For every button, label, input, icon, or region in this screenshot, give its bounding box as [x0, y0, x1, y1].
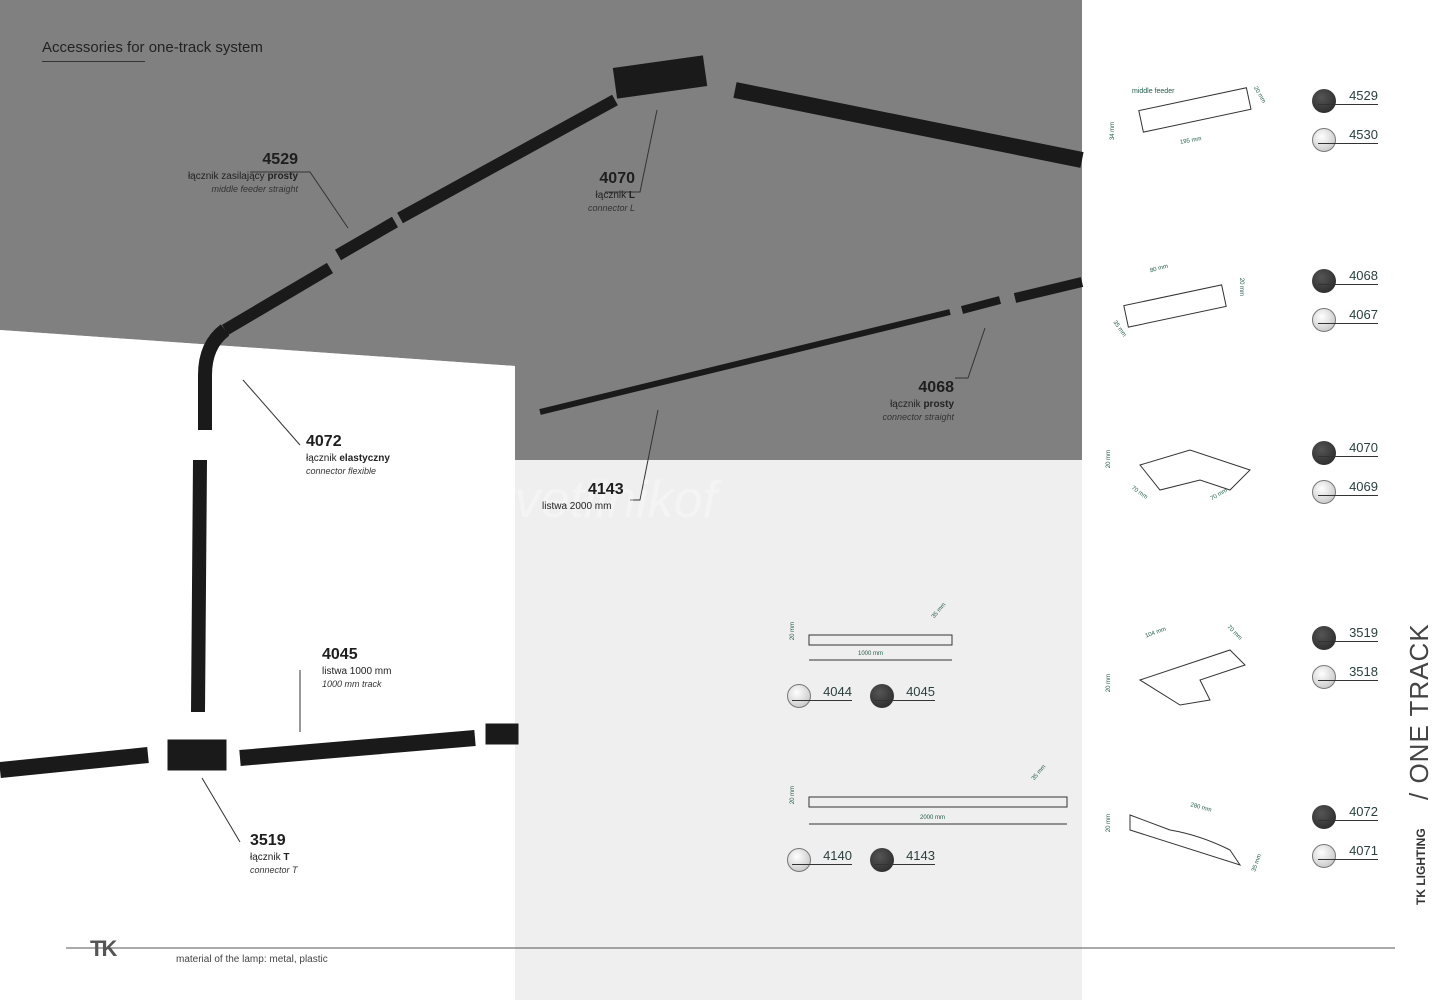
- product-caption: middle feeder: [1132, 88, 1175, 95]
- product-code: 3518: [1318, 664, 1378, 681]
- swatch-white: [787, 848, 811, 872]
- product-code: 4072: [1318, 804, 1378, 821]
- swatch-black: [1312, 441, 1336, 465]
- watermark: Svetilnikof: [480, 471, 717, 529]
- end-cap: [485, 723, 519, 745]
- track-segment: [397, 94, 618, 224]
- connector-4068: [960, 296, 1002, 314]
- product-code: 4071: [1318, 843, 1378, 860]
- product-code: 4530: [1318, 127, 1378, 144]
- track-segment: [1013, 277, 1084, 303]
- flex-4072: [198, 324, 230, 430]
- side-title: / ONE TRACK: [1404, 623, 1434, 800]
- swatch-black: [1312, 805, 1336, 829]
- swatch-white: [1312, 128, 1336, 152]
- swatch-black: [870, 848, 894, 872]
- feeder-4529: [334, 216, 399, 261]
- dim-label: 34 mm: [1110, 121, 1117, 141]
- product-drawings: [808, 87, 1252, 866]
- product-code: 3519: [1318, 625, 1378, 642]
- material-note: material of the lamp: metal, plastic: [176, 954, 328, 965]
- product-code: 4044: [792, 684, 852, 701]
- track-1000: [239, 730, 476, 766]
- track-segment: [733, 82, 1084, 168]
- swatch-black: [1312, 626, 1336, 650]
- product-code: 4070: [1318, 440, 1378, 457]
- page-title: Accessories for one-track system: [42, 39, 263, 56]
- track-vertical: [191, 459, 207, 713]
- brand-logo: TK LIGHTING: [1414, 828, 1428, 905]
- dim-label: 20 mm: [1106, 673, 1113, 693]
- wall-area: [0, 330, 515, 1000]
- dim-length: 2000 mm: [920, 815, 946, 821]
- connector-L-4070: [612, 55, 708, 99]
- dim-height: 20 mm: [790, 621, 797, 641]
- swatch-black: [1312, 269, 1336, 293]
- connector-T-3519: [167, 739, 227, 771]
- product-code: 4068: [1318, 268, 1378, 285]
- swatch-white: [1312, 665, 1336, 689]
- dim-label: 20 mm: [1106, 813, 1113, 833]
- track-segment: [221, 262, 334, 336]
- leader-lines: [201, 109, 986, 843]
- product-code: 4069: [1318, 479, 1378, 496]
- title-underline: [42, 61, 145, 62]
- swatch-white: [1312, 480, 1336, 504]
- product-code: 4140: [792, 848, 852, 865]
- swatch-white: [1312, 308, 1336, 332]
- dim-height: 20 mm: [790, 785, 797, 805]
- swatch-white: [787, 684, 811, 708]
- swatch-black: [1312, 89, 1336, 113]
- track-segment: [0, 747, 149, 778]
- product-code: 4143: [875, 848, 935, 865]
- dim-length: 1000 mm: [858, 651, 884, 657]
- product-code: 4529: [1318, 88, 1378, 105]
- dim-label: 20 mm: [1238, 277, 1245, 297]
- product-code: 4067: [1318, 307, 1378, 324]
- track-drawing: [0, 55, 1084, 778]
- dim-label: 20 mm: [1106, 449, 1113, 469]
- track-2000: [539, 309, 951, 415]
- product-code: 4045: [875, 684, 935, 701]
- swatch-black: [870, 684, 894, 708]
- swatch-white: [1312, 844, 1336, 868]
- footer-logo: TK: [90, 936, 117, 961]
